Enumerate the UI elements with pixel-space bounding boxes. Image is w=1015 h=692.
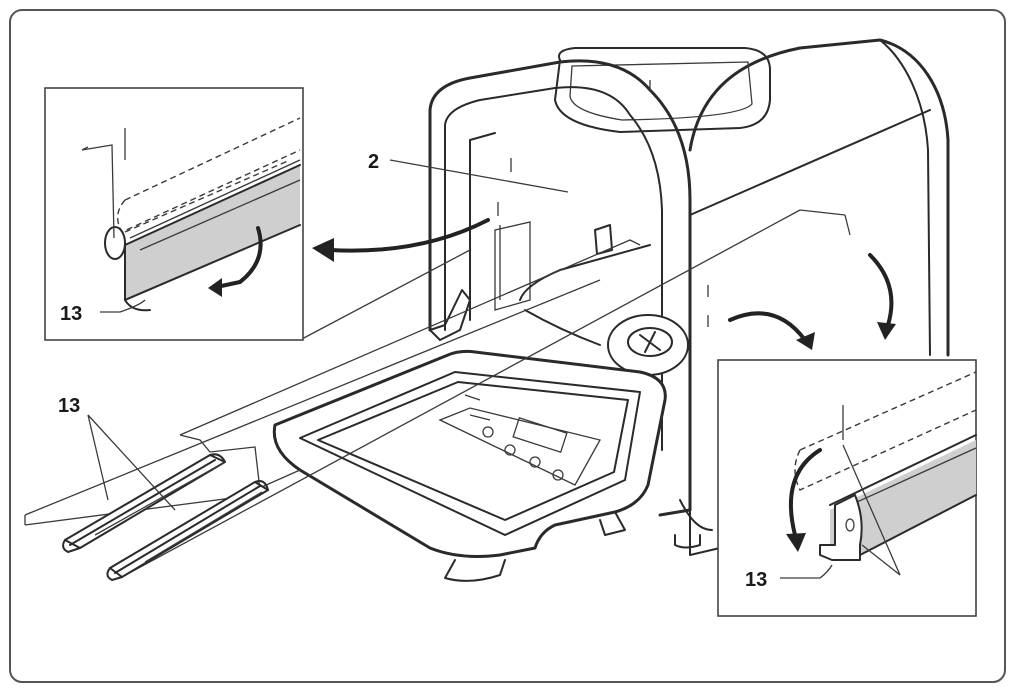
callout-13-rails: 13 [58,395,176,511]
callout-label: 13 [58,395,80,417]
control-button [529,456,541,468]
control-button [504,444,516,456]
control-button [482,426,494,438]
callout-2: 2 [368,151,569,193]
appliance-body [554,38,950,556]
guide-rails [62,453,269,581]
appliance-front-frame [428,59,709,517]
detail-inset-right: 13 [717,359,977,617]
callout-label: 2 [368,151,379,173]
detail-inset-left: 13 [44,87,304,341]
appliance-door [272,349,667,582]
callout-label: 13 [60,303,82,325]
callout-label: 13 [745,569,767,591]
arrow-to-left-inset [312,218,490,262]
arrows-to-right-inset [728,214,896,350]
control-button [552,469,564,481]
display-panel [512,416,568,454]
